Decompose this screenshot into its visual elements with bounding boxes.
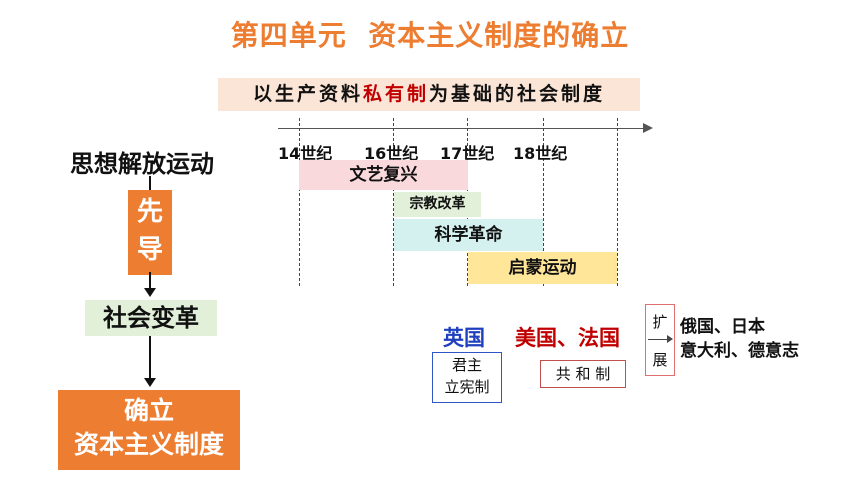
timeline-arrowhead: [643, 123, 653, 133]
other-countries: 俄国、日本 意大利、德意志: [680, 315, 799, 363]
banner-highlight: 私有制: [362, 83, 429, 105]
banner-text-before: 以生产资料: [252, 83, 363, 105]
tick-end: [617, 118, 618, 286]
lead-char: 先: [136, 197, 163, 227]
tick-18th: [543, 118, 544, 286]
other-countries-line: 俄国、日本: [680, 317, 765, 337]
flow-arrow-down: [144, 288, 156, 297]
tick-14th: [299, 118, 300, 286]
bar-reformation: 宗教改革: [394, 192, 481, 217]
banner-text-after: 为基础的社会制度: [429, 83, 606, 105]
expand-arrow-line: [648, 339, 668, 340]
other-countries-line: 意大利、德意志: [680, 341, 799, 361]
system-line: 君主: [451, 356, 482, 374]
system-line: 立宪制: [444, 378, 490, 396]
century-label: 18世纪: [513, 144, 568, 163]
establish-line: 确立: [123, 396, 174, 425]
century-label: 14世纪: [278, 144, 333, 163]
bar-scientific-revolution: 科学革命: [394, 219, 543, 251]
flow-connector: [149, 176, 151, 190]
bar-enlightenment: 启蒙运动: [468, 252, 617, 284]
flow-thought-liberation: 思想解放运动: [70, 150, 214, 178]
definition-banner: 以生产资料私有制为基础的社会制度: [218, 78, 640, 111]
flow-connector: [149, 336, 151, 380]
century-label: 16世纪: [364, 144, 419, 163]
flow-connector: [149, 272, 151, 290]
tick-16th: [393, 118, 394, 286]
expand-char: 扩: [652, 313, 668, 331]
timeline-axis: [278, 128, 646, 129]
country-us-france: 美国、法国: [515, 326, 620, 350]
flow-social-change: 社会变革: [85, 300, 217, 336]
page-title: 第四单元 资本主义制度的确立: [230, 19, 630, 52]
century-label: 17世纪: [440, 144, 495, 163]
expand-char: 展: [652, 351, 668, 369]
bar-renaissance: 文艺复兴: [299, 160, 468, 190]
country-britain: 英国: [443, 326, 485, 350]
lead-box: 先 导: [128, 190, 172, 275]
us-france-system-box: 共 和 制: [540, 360, 626, 388]
establish-box: 确立 资本主义制度: [58, 390, 240, 470]
flow-arrow-down: [144, 378, 156, 387]
expand-arrow-icon: [667, 335, 673, 343]
expand-box: 扩 展: [645, 304, 675, 376]
lead-char: 导: [136, 235, 163, 265]
britain-system-box: 君主 立宪制: [432, 352, 502, 403]
establish-line: 资本主义制度: [73, 430, 224, 459]
